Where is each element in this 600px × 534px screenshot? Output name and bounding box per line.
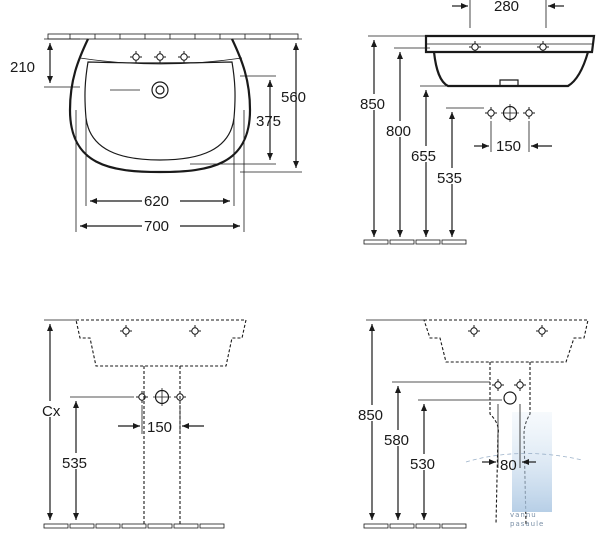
bowl-outline xyxy=(84,61,236,161)
dimension-label: 655 xyxy=(411,148,436,165)
valve-icon xyxy=(491,378,505,392)
drain-icon xyxy=(151,81,169,99)
dimension-label: 700 xyxy=(144,218,169,235)
basin-side-outline xyxy=(424,34,596,54)
basin-side-dashed xyxy=(423,319,589,363)
tap-hole-icon xyxy=(188,324,202,338)
basin-outline xyxy=(68,38,252,174)
svg-text:vannu: vannu xyxy=(510,511,537,519)
valve-icon xyxy=(484,106,498,120)
basin-front-dashed xyxy=(75,319,247,367)
dimension-label: Cx xyxy=(42,403,61,420)
dimension-label: 535 xyxy=(437,170,462,187)
floor-line xyxy=(43,523,225,529)
tap-hole-icon xyxy=(467,324,481,338)
dimension-label: 530 xyxy=(410,456,435,473)
tap-hole-icon xyxy=(535,324,549,338)
side-elevation-view: 280 150 850 800 655 xyxy=(360,0,596,245)
dimension-label: 850 xyxy=(358,407,383,424)
dimension-label: 560 xyxy=(281,89,306,106)
wall-line xyxy=(47,33,299,40)
valve-icon xyxy=(513,378,527,392)
dimension-label: 620 xyxy=(144,193,169,210)
dimension-label: 800 xyxy=(386,123,411,140)
dimension-label: 580 xyxy=(384,432,409,449)
dimension-label: 150 xyxy=(496,138,521,155)
tap-hole-icon xyxy=(153,50,167,64)
dimension-label: 280 xyxy=(494,0,519,15)
watermark: vannu pasaule xyxy=(465,412,583,528)
dimension-label: 535 xyxy=(62,455,87,472)
svg-text:pasaule: pasaule xyxy=(510,520,544,528)
tap-hole-icon xyxy=(177,50,191,64)
dimension-label: 850 xyxy=(360,96,385,113)
dimension-label: 80 xyxy=(500,457,517,474)
front-pedestal-view: 150 Cx 535 xyxy=(40,319,247,529)
side-pedestal-view: 850 580 530 vannu pasaule 80 xyxy=(358,319,589,529)
tap-hole-icon xyxy=(119,324,133,338)
waste-outlet-icon xyxy=(503,391,517,405)
dimension-label: 210 xyxy=(10,59,35,76)
top-plan-view: 210 560 375 620 700 xyxy=(10,33,306,235)
valve-icon xyxy=(135,390,149,404)
dimension-label: 150 xyxy=(147,419,172,436)
tap-hole-icon xyxy=(129,50,143,64)
floor-line xyxy=(363,239,467,245)
dimension-label: 375 xyxy=(256,113,281,130)
floor-line xyxy=(363,523,467,529)
valve-icon xyxy=(522,106,536,120)
